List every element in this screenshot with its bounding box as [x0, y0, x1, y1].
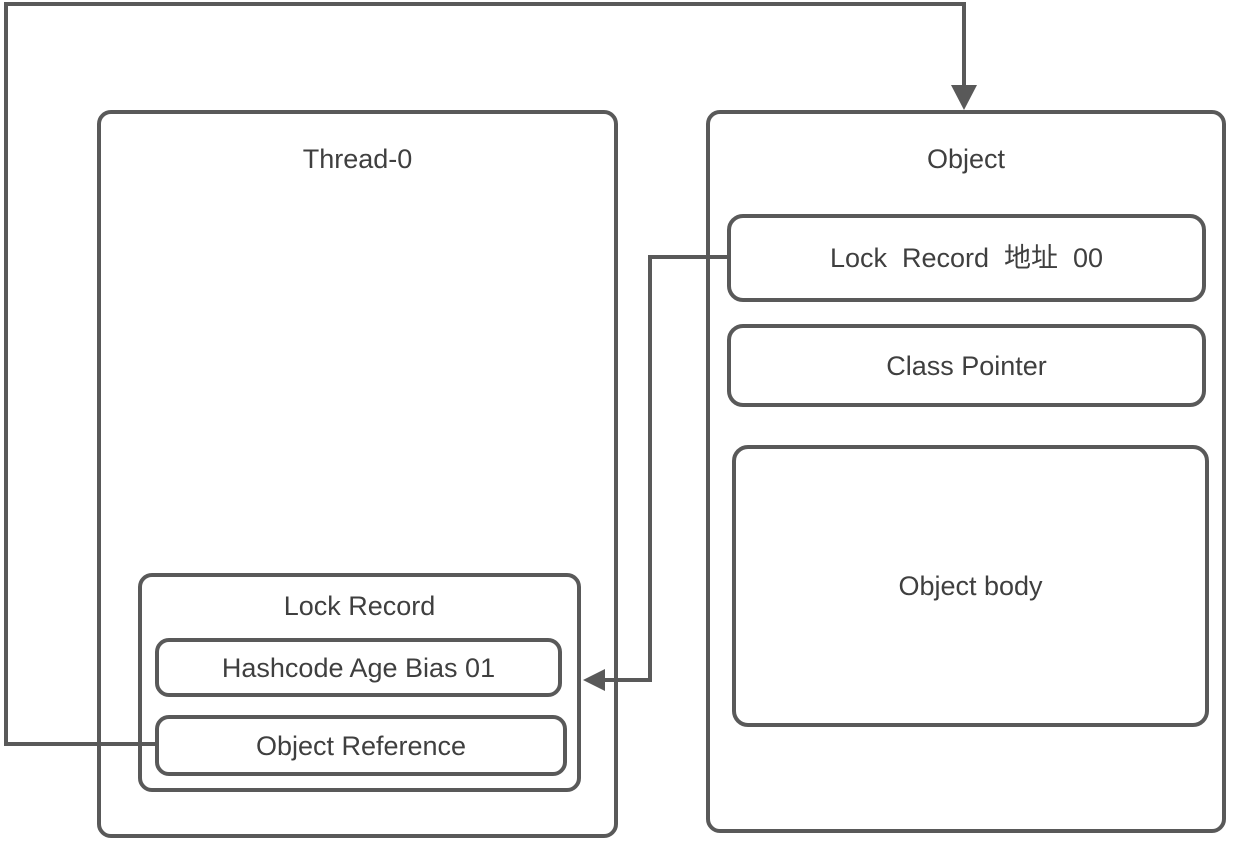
lock-record-box: Lock Record — [138, 573, 581, 792]
connector-top-horizontal-line — [4, 2, 966, 6]
thread-box-title: Thread-0 — [302, 144, 413, 174]
object-body-label: Object body — [898, 571, 1043, 601]
connector-markword-line — [648, 255, 729, 259]
object-reference-cell: Object Reference — [155, 715, 567, 776]
arrowhead-left-icon — [583, 669, 605, 691]
connector-object-reference-line — [4, 742, 157, 746]
hashcode-age-bias-cell: Hashcode Age Bias 01 — [155, 638, 562, 697]
mark-word-label: Lock Record 地址 00 — [829, 243, 1104, 273]
mark-word-cell: Lock Record 地址 00 — [727, 214, 1206, 302]
object-body-cell: Object body — [732, 445, 1209, 727]
arrowhead-down-icon — [951, 85, 977, 110]
hashcode-age-bias-label: Hashcode Age Bias 01 — [221, 652, 496, 683]
class-pointer-cell: Class Pointer — [727, 324, 1206, 407]
lock-record-title: Lock Record — [283, 591, 436, 621]
object-reference-label: Object Reference — [255, 730, 467, 761]
connector-into-lock-record-line — [604, 678, 652, 682]
class-pointer-label: Class Pointer — [886, 350, 1047, 381]
object-box: Object — [706, 110, 1226, 833]
connector-left-vertical-line — [4, 2, 8, 746]
connector-markword-vertical-line — [648, 255, 652, 682]
connector-into-object-line — [962, 2, 966, 86]
thread-box: Thread-0 — [97, 110, 618, 838]
object-box-title: Object — [926, 144, 1006, 174]
